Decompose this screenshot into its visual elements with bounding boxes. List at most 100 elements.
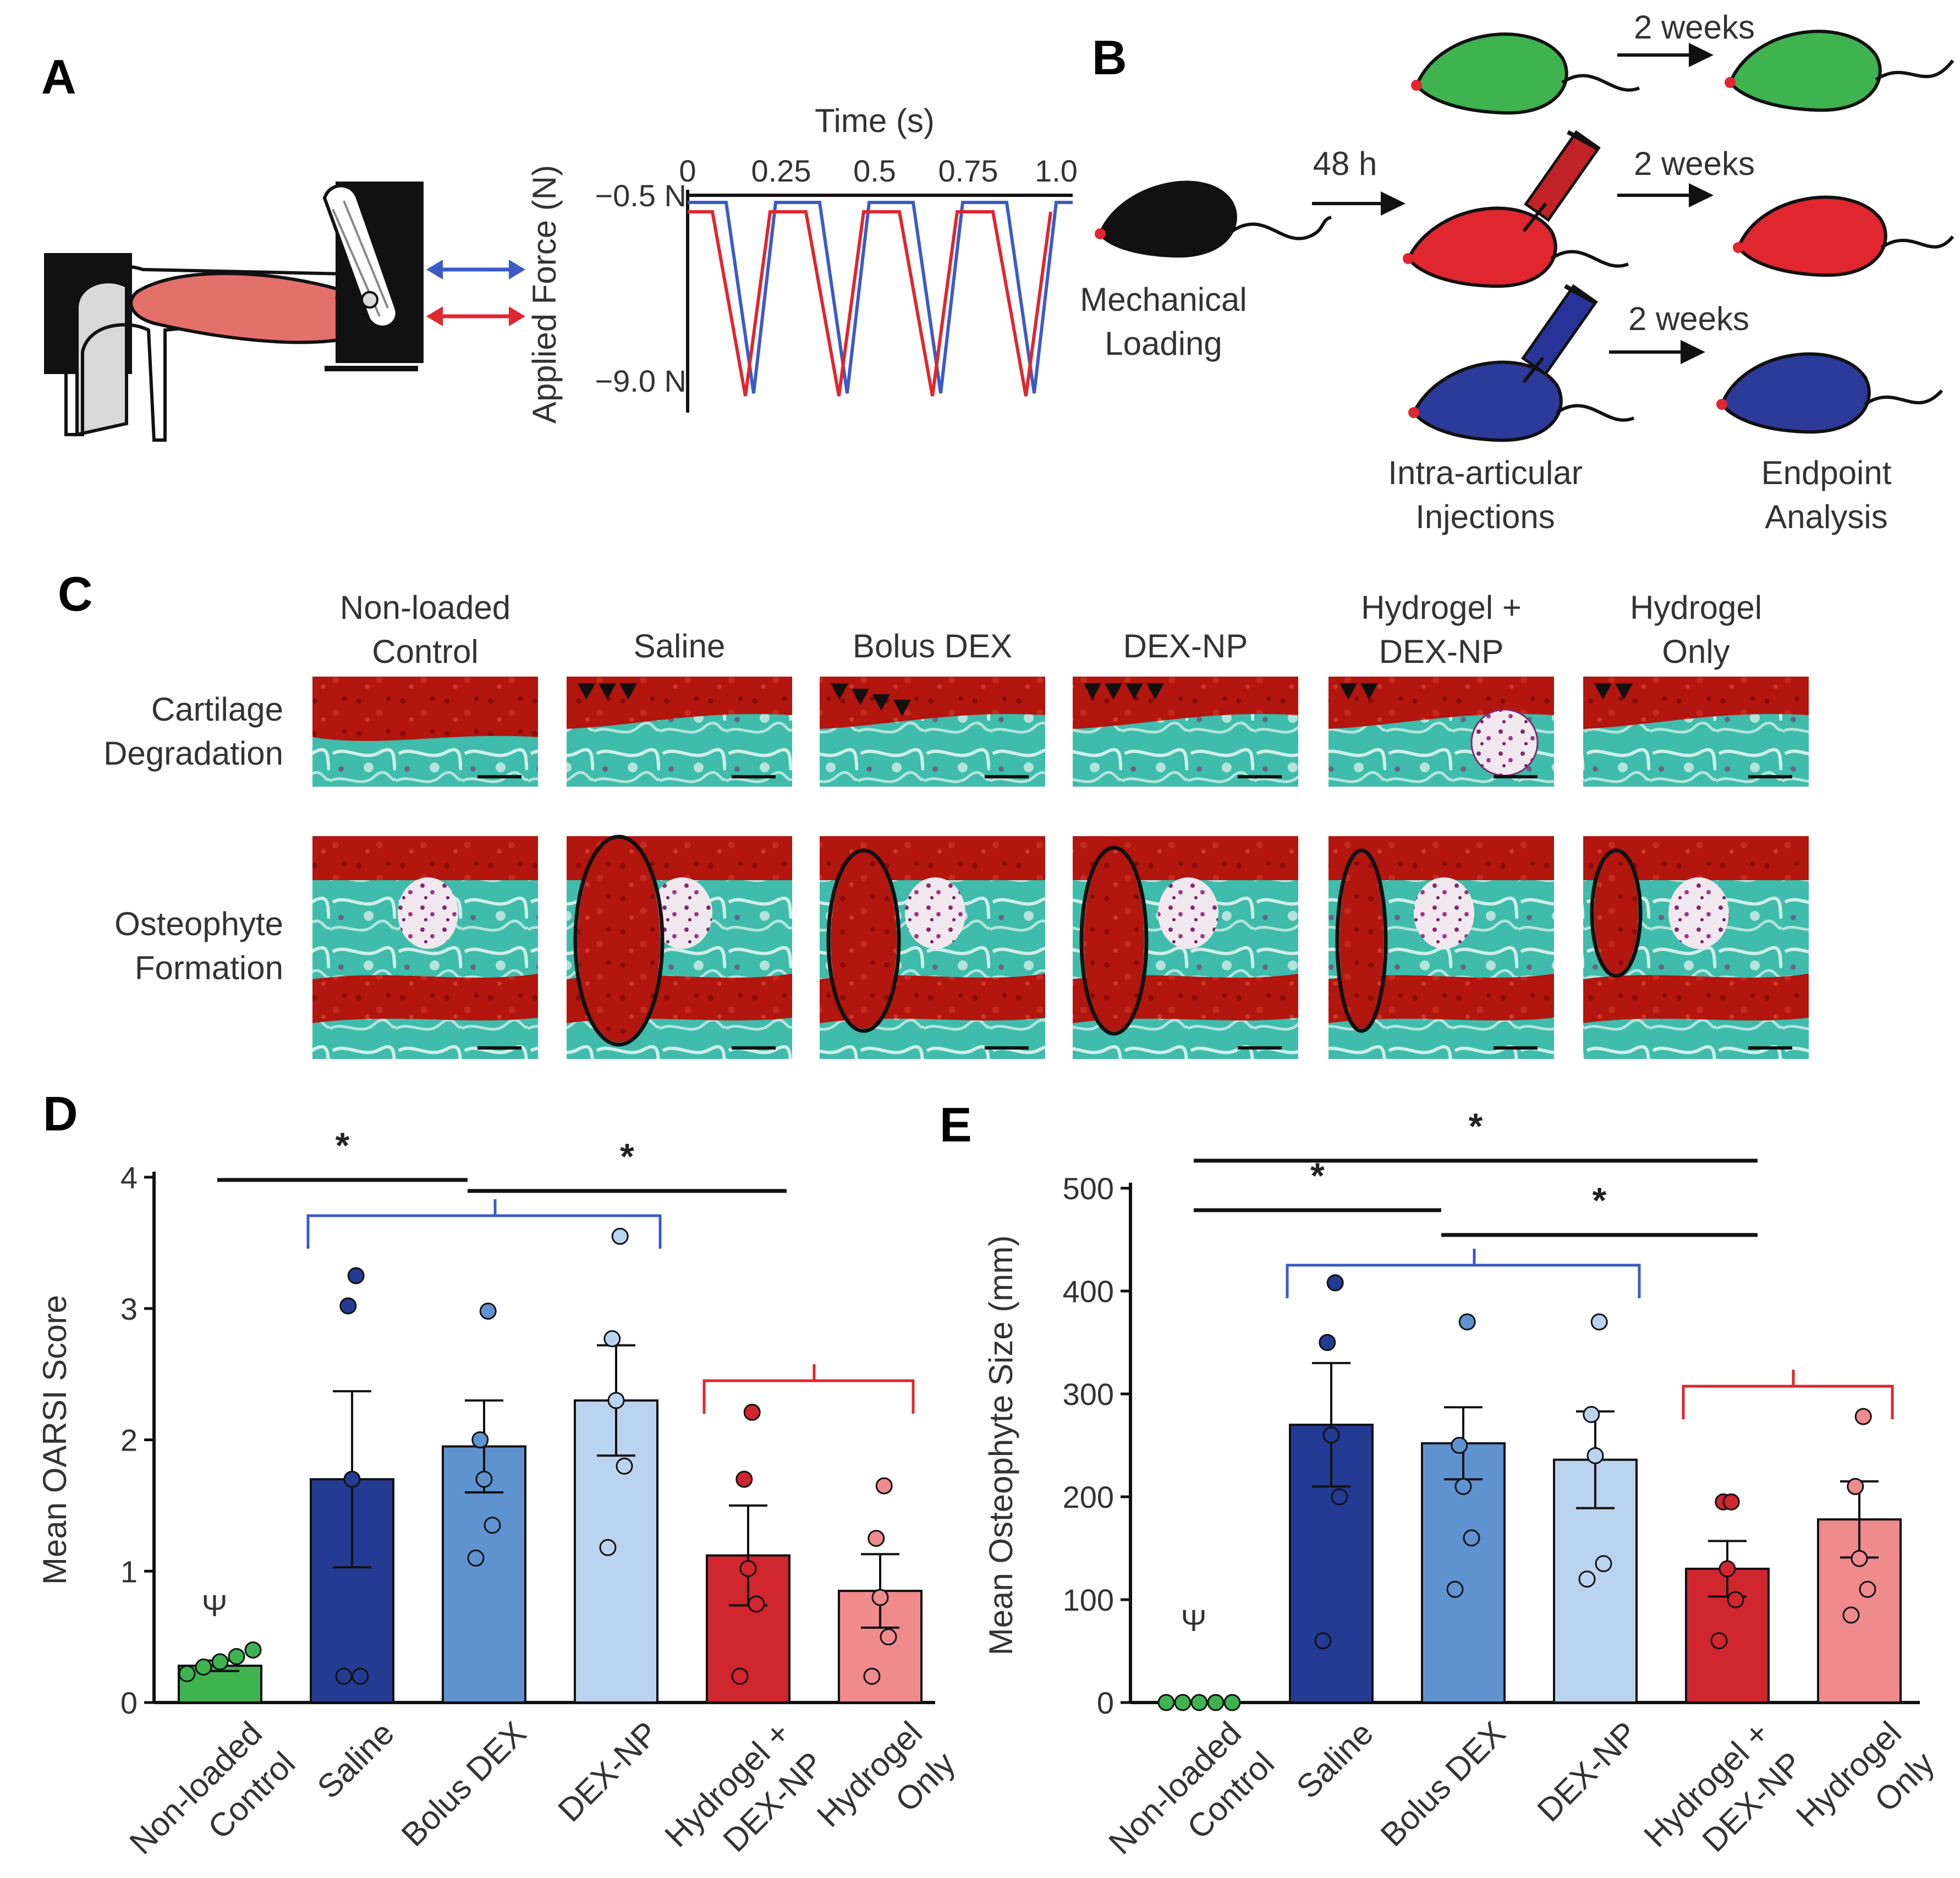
y-tick-label: 1	[120, 1554, 138, 1589]
data-point	[211, 1653, 229, 1671]
force-tick-top: −0.5 N	[595, 178, 687, 213]
data-point	[1722, 1493, 1740, 1511]
mouse-red-injection	[1403, 130, 1629, 288]
osteophyte-image	[1328, 836, 1554, 1059]
data-point	[1851, 1550, 1868, 1567]
osteophyte-image	[567, 834, 792, 1059]
time-tick-label: 0.5	[853, 153, 896, 188]
histology-images	[312, 677, 1809, 1059]
marrow-space	[1414, 877, 1474, 949]
data-point	[1854, 1408, 1872, 1425]
force-arrows	[426, 260, 525, 326]
panel-b: Mechanical Loading 48 h	[1080, 9, 1954, 535]
data-point	[1578, 1571, 1596, 1588]
data-point	[244, 1641, 262, 1659]
cartilage-stain	[312, 677, 538, 742]
bar	[1421, 1442, 1506, 1704]
cartilage-image	[312, 677, 538, 787]
panel-letter-a: A	[41, 50, 76, 104]
column-label: DEX-NP	[1379, 633, 1504, 670]
y-tick-label: 3	[120, 1292, 138, 1326]
arrowhead-marker	[852, 689, 869, 705]
psi-marker: Ψ	[202, 1588, 228, 1623]
mouse-red-endpoint	[1733, 195, 1954, 277]
data-point	[1190, 1694, 1208, 1711]
significance-star: *	[1593, 1180, 1607, 1221]
data-point	[603, 1330, 621, 1348]
arrowhead-marker	[1615, 683, 1633, 700]
mech-loading-line2: Loading	[1105, 325, 1222, 362]
column-label: Saline	[634, 628, 726, 665]
time-tick-label: 0	[679, 153, 696, 188]
arrowhead-marker	[1594, 683, 1612, 700]
cartilage-image	[567, 677, 792, 787]
mouse-loaded	[1095, 180, 1332, 258]
endpoint-line1: Endpoint	[1761, 454, 1892, 491]
cartilage-image	[820, 677, 1045, 787]
group-label: Bolus DEX	[394, 1715, 534, 1854]
arrowhead-marker	[1105, 683, 1122, 700]
ankle-joint	[361, 291, 378, 309]
data-point	[1583, 1405, 1600, 1423]
group-label: Saline	[310, 1715, 401, 1805]
time-tick-label: 0.25	[751, 153, 811, 188]
marrow-space	[1668, 877, 1729, 949]
data-point	[880, 1628, 897, 1646]
data-point	[616, 1457, 633, 1475]
cartilage-image	[1328, 677, 1554, 787]
cartilage-stain	[1328, 677, 1554, 729]
lower-cartilage	[1583, 974, 1809, 1023]
cartilage-image	[1073, 677, 1298, 787]
data-point	[875, 1477, 893, 1495]
osteophyte-image	[1583, 836, 1809, 1059]
cartilage-image	[1583, 677, 1809, 787]
arrowhead-marker	[1084, 683, 1101, 700]
red-group-bracket	[702, 1379, 915, 1414]
y-axis-label: Mean OARSI Score	[36, 1295, 73, 1585]
leg-outline	[64, 264, 415, 442]
data-point	[743, 1403, 761, 1421]
osteophyte-region	[578, 839, 660, 1042]
row-label: Formation	[135, 949, 283, 986]
force-axis-label: Applied Force (N)	[526, 165, 563, 424]
marrow-space	[398, 877, 458, 949]
two-weeks-label-3: 2 weeks	[1628, 300, 1749, 337]
arrowhead-marker	[1146, 683, 1164, 700]
data-point	[1847, 1478, 1864, 1495]
row-label: Osteophyte	[114, 905, 283, 942]
y-tick-label: 200	[1063, 1480, 1114, 1514]
significance-star: *	[336, 1125, 350, 1166]
two-weeks-label-1: 2 weeks	[1634, 9, 1755, 46]
red-force-trace	[688, 210, 1052, 397]
data-point	[1458, 1313, 1476, 1331]
mech-loading-line1: Mechanical	[1080, 281, 1247, 318]
significance-star: *	[1469, 1106, 1483, 1146]
arrowhead-marker	[1126, 683, 1143, 700]
data-point	[1451, 1437, 1468, 1454]
data-point	[1322, 1426, 1340, 1444]
data-point	[195, 1659, 212, 1676]
arrowhead-marker	[1339, 683, 1357, 700]
osteophyte-outline	[1590, 848, 1643, 978]
arrowhead-marker	[831, 683, 848, 700]
data-point	[871, 1589, 889, 1606]
data-point	[1842, 1606, 1860, 1624]
data-point	[471, 1431, 489, 1448]
data-point	[228, 1648, 245, 1665]
data-point	[1223, 1694, 1241, 1711]
blue-arrow-left-head	[426, 260, 443, 279]
red-arrow-right-head	[509, 306, 525, 326]
data-point	[339, 1297, 357, 1315]
y-tick-label: 300	[1063, 1377, 1114, 1412]
data-point	[178, 1665, 196, 1682]
y-tick-label: 500	[1063, 1171, 1114, 1206]
data-point	[1727, 1591, 1744, 1608]
ia-line1: Intra-articular	[1388, 454, 1582, 491]
osteophyte-outline	[1335, 848, 1388, 1033]
data-point	[1331, 1488, 1348, 1506]
